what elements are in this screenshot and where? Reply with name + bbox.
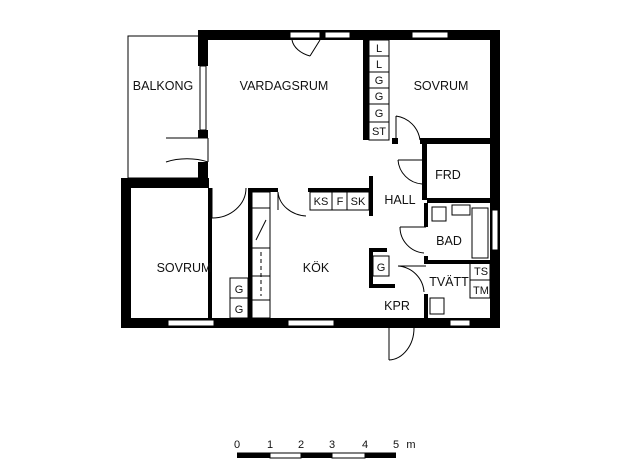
door-kpr <box>388 327 415 361</box>
scale-tick-0: 0 <box>234 439 240 451</box>
door-entrance <box>291 39 321 57</box>
window-bad-right <box>491 209 499 251</box>
cab-kitchen-1: F <box>337 196 344 208</box>
window-bedroom-left-bottom <box>167 319 215 327</box>
cab-top-1: L <box>376 59 382 71</box>
window-bedroom-top <box>411 31 449 39</box>
label-balkong: BALKONG <box>133 79 193 93</box>
label-tvatt: TVÄTT <box>429 275 469 289</box>
balcony-outline <box>127 35 198 179</box>
window-living-top <box>289 31 321 39</box>
cab-top-0: L <box>376 43 382 55</box>
scale-bar: 0 1 2 3 4 5 m <box>234 439 416 459</box>
scale-tick-5: 5 <box>393 439 399 451</box>
door-frd <box>397 159 424 185</box>
window-kitchen-bottom <box>287 319 335 327</box>
wardrobe-top <box>368 39 390 141</box>
cab-bedroom-left-1: G <box>235 304 244 316</box>
label-kpr: KPR <box>384 299 410 313</box>
label-sovrum-left: SOVRUM <box>157 261 212 275</box>
scale-tick-1: 1 <box>267 439 273 451</box>
door-bad <box>399 226 426 254</box>
label-hall: HALL <box>384 193 415 207</box>
window-tvatt-bottom <box>449 319 471 327</box>
fixtures <box>229 39 491 319</box>
door-tvatt <box>397 265 426 293</box>
label-frd: FRD <box>435 168 461 182</box>
cab-tvatt-0: TS <box>474 266 488 278</box>
scale-tick-2: 2 <box>298 439 304 451</box>
cab-top-4: G <box>375 108 384 120</box>
door-bedroom-top <box>395 115 421 144</box>
cabinet-labels: L L G G G ST KS F SK G G G TS TM <box>235 43 489 316</box>
windows <box>167 31 499 327</box>
scale-unit: m <box>406 439 415 451</box>
label-bad: BAD <box>436 234 462 248</box>
window-balcony <box>199 65 207 131</box>
bathroom-fixtures <box>431 204 489 259</box>
wardrobe-bedroom-left <box>229 277 249 319</box>
scale-tick-4: 4 <box>362 439 368 451</box>
cab-top-5: ST <box>372 126 386 138</box>
kitchen-appliances <box>309 191 370 211</box>
door-bedroom-left <box>211 187 247 219</box>
label-sovrum-top: SOVRUM <box>414 79 469 93</box>
cab-hall: G <box>377 262 386 274</box>
laundry-fixtures <box>429 261 491 315</box>
scale-tick-3: 3 <box>329 439 335 451</box>
cab-kitchen-0: KS <box>314 196 329 208</box>
label-vardagsrum: VARDAGSRUM <box>240 79 329 93</box>
door-kitchen <box>277 191 307 217</box>
doors <box>165 39 426 361</box>
room-labels: BALKONG VARDAGSRUM SOVRUM FRD HALL BAD S… <box>133 79 469 313</box>
cab-kitchen-2: SK <box>351 196 366 208</box>
interior-walls <box>208 40 490 318</box>
cab-bedroom-left-0: G <box>235 284 244 296</box>
cab-top-2: G <box>375 75 384 87</box>
wardrobe-hall <box>372 255 390 277</box>
cab-tvatt-1: TM <box>473 285 489 297</box>
window-living-top-2 <box>324 31 351 39</box>
cab-top-3: G <box>375 91 384 103</box>
label-kok: KÖK <box>303 261 330 275</box>
kitchen-counter <box>251 191 271 319</box>
